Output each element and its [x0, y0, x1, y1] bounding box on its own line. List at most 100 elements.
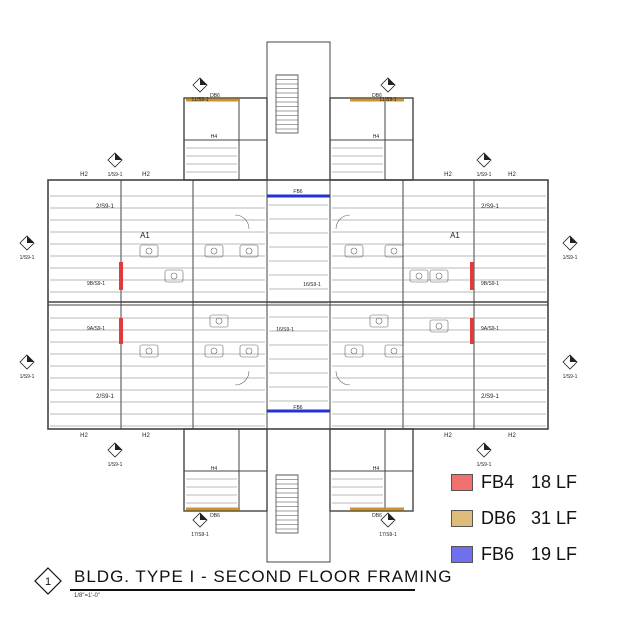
section-label: 9A/S9-1: [87, 326, 105, 332]
section-marker-shape: [562, 235, 578, 251]
building-outline: [47, 41, 549, 563]
unit-label: A1: [450, 231, 460, 240]
section-marker-shape: [107, 442, 123, 458]
door-swing: [234, 214, 250, 230]
legend-qty: 31 LF: [531, 507, 578, 528]
legend-item-db6: DB6 31 LF: [451, 504, 611, 532]
drawing-number: 1: [45, 576, 51, 588]
section-label: 9A/S9-1: [481, 326, 499, 332]
fixture: [139, 344, 159, 358]
highlighted-beams: [119, 98, 474, 511]
beam-label: DB6: [210, 93, 220, 99]
section-label: 2/S9-1: [481, 204, 499, 210]
section-marker: 1/S9-1: [107, 442, 123, 468]
section-marker-arrow: [115, 443, 122, 450]
wing-pod-outline: [183, 97, 268, 181]
section-marker: 1/S9-1: [19, 235, 35, 261]
stair-top: [275, 74, 299, 134]
db6-swatch: [451, 509, 473, 527]
section-marker-arrow: [115, 153, 122, 160]
fixture: [209, 314, 229, 328]
joist-lines: [50, 147, 546, 504]
section-marker-arrow: [200, 513, 207, 520]
beam-label: DB6: [210, 513, 220, 519]
section-marker-arrow: [570, 236, 577, 243]
section-marker-label: 1/S9-1: [20, 374, 35, 380]
drawing-number-marker: 1: [34, 567, 62, 595]
fb6-swatch: [451, 545, 473, 563]
fixture-bowl: [375, 317, 383, 325]
header-label: H2: [142, 433, 150, 439]
beam-label: DB6: [372, 513, 382, 519]
legend-item-fb4: FB4 18 LF: [451, 468, 611, 496]
fixture: [344, 344, 364, 358]
section-marker-label: 1/S9-1: [563, 255, 578, 261]
beam-legend: FB4 18 LF DB6 31 LF FB6 19 LF: [451, 468, 611, 576]
section-label: 9B/S9-1: [481, 281, 499, 287]
section-marker-arrow: [200, 78, 207, 85]
fixture: [204, 244, 224, 258]
fixture-bowl: [435, 272, 443, 280]
title-underline: [70, 589, 415, 591]
fixture: [384, 244, 404, 258]
section-marker-shape: [562, 354, 578, 370]
fixture: [429, 269, 449, 283]
section-marker-arrow: [484, 153, 491, 160]
legend-code: DB6: [481, 507, 517, 528]
fixture: [139, 244, 159, 258]
drawing-scale: 1/8"=1'-0": [74, 593, 100, 599]
section-marker: 1/S9-1: [562, 354, 578, 380]
section-marker-label: 1/S9-1: [477, 172, 492, 178]
section-marker: 11/S9-1: [191, 77, 209, 103]
drawing-labels: 11/S9-1 11/S9-1 1/S9-1 1/S9-1 1/S9-1 1/S9-1 1/…: [19, 77, 578, 538]
header-label: H2: [142, 172, 150, 178]
fixture: [369, 314, 389, 328]
fixture: [344, 244, 364, 258]
section-marker: 17/S9-1: [191, 512, 209, 538]
section-marker-arrow: [388, 78, 395, 85]
section-label: 16/S9-1: [276, 327, 294, 333]
section-label: 2/S9-1: [481, 394, 499, 400]
fixture-bowl: [435, 322, 443, 330]
fixture: [409, 269, 429, 283]
unit-label: A1: [140, 231, 150, 240]
header-label: H2: [508, 433, 516, 439]
fixture: [239, 344, 259, 358]
section-marker-label: 11/S9-1: [379, 97, 396, 103]
fixture-bowl: [210, 347, 218, 355]
drawing-title: BLDG. TYPE I - SECOND FLOOR FRAMING: [74, 567, 453, 586]
fixture-bowl: [390, 347, 398, 355]
section-marker: 1/S9-1: [476, 152, 492, 178]
fixture-bowl: [170, 272, 178, 280]
door-swing: [335, 370, 351, 386]
fixture: [164, 269, 184, 283]
beam-label: FB6: [293, 189, 302, 195]
fixture-bowl: [210, 247, 218, 255]
section-marker: 1/S9-1: [562, 235, 578, 261]
plumbing-fixtures: [139, 214, 449, 386]
section-marker-label: 1/S9-1: [563, 374, 578, 380]
section-label: 2/S9-1: [96, 394, 114, 400]
section-marker-label: 1/S9-1: [108, 462, 123, 468]
section-marker-arrow: [388, 513, 395, 520]
section-label: 9B/S9-1: [87, 281, 105, 287]
fixture-bowl: [415, 272, 423, 280]
fb4-swatch: [451, 473, 473, 491]
stair-bottom: [275, 474, 299, 534]
fixture-bowl: [145, 247, 153, 255]
section-marker: 1/S9-1: [476, 442, 492, 468]
section-marker-label: 1/S9-1: [477, 462, 492, 468]
header-label: H2: [444, 433, 452, 439]
section-marker-shape: [19, 354, 35, 370]
section-marker-label: 1/S9-1: [20, 255, 35, 261]
header-label: H4: [373, 134, 380, 140]
section-marker: 11/S9-1: [379, 77, 397, 103]
beam-label: FB6: [293, 405, 302, 411]
fixture: [384, 344, 404, 358]
beam-label: DB6: [372, 93, 382, 99]
section-marker: 1/S9-1: [19, 354, 35, 380]
legend-qty: 19 LF: [531, 543, 578, 564]
section-label: 2/S9-1: [96, 204, 114, 210]
section-marker-arrow: [27, 355, 34, 362]
door-swing: [335, 214, 351, 230]
